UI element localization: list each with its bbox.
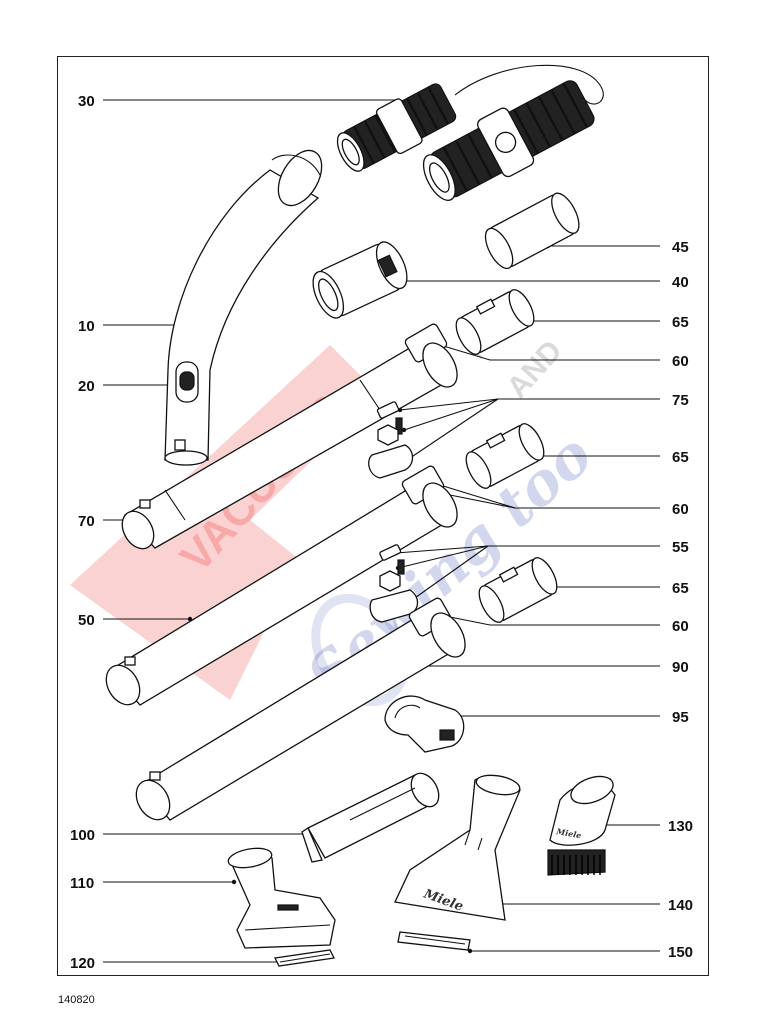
part-strip-150: [397, 931, 471, 951]
part-strip-120: [274, 949, 335, 967]
part-button-20: [175, 361, 199, 403]
callout-60-middle: 60: [672, 501, 689, 518]
part-dusting-brush-130: Miele: [547, 775, 616, 876]
part-handle-10: [164, 149, 323, 466]
callout-60-top: 60: [672, 353, 689, 370]
part-coupling-40: [312, 241, 408, 319]
callout-110: 110: [70, 875, 94, 892]
callout-60-bottom: 60: [672, 618, 689, 635]
part-hose-30: [336, 64, 604, 201]
part-adapter-65-top: [455, 289, 535, 355]
callout-45: 45: [672, 239, 689, 256]
callout-40: 40: [672, 274, 689, 291]
callout-50: 50: [78, 612, 95, 629]
callout-95: 95: [672, 709, 689, 726]
brand-mark-brush: Miele: [555, 826, 582, 840]
part-wand-50: [105, 465, 458, 706]
drawing-id: 140820: [58, 994, 95, 1006]
part-mattress-tool-140: Miele: [394, 774, 521, 921]
callout-140: 140: [668, 897, 693, 914]
callout-130: 130: [668, 818, 693, 835]
part-clip-95: [384, 695, 465, 753]
callout-150: 150: [668, 944, 693, 961]
callout-30: 30: [78, 93, 95, 110]
callout-65-bottom: 65: [672, 580, 689, 597]
callout-70: 70: [78, 513, 95, 530]
callout-90: 90: [672, 659, 689, 676]
part-wand-90: [135, 597, 466, 821]
callout-65-top: 65: [672, 314, 689, 331]
callout-55: 55: [672, 539, 689, 556]
part-latch-75: [368, 401, 414, 479]
part-latch-55: [369, 544, 419, 623]
part-wand-70: [121, 323, 458, 550]
callout-10: 10: [78, 318, 95, 335]
part-crevice-tool-100: [301, 772, 440, 863]
callout-120: 120: [70, 955, 95, 972]
part-upholstery-nozzle-110: [227, 847, 336, 949]
watermark-line2: AND: [501, 334, 569, 404]
callout-100: 100: [70, 827, 95, 844]
callout-65-middle: 65: [672, 449, 689, 466]
callout-labels: 30 10 20 70 50 100 110 120 45 40 65 60 7…: [70, 93, 693, 972]
part-adapter-65-bottom: [478, 557, 558, 623]
part-connector-45: [484, 192, 580, 270]
part-adapter-65-middle: [465, 423, 545, 489]
callout-20: 20: [78, 378, 95, 395]
callout-75: 75: [672, 392, 689, 409]
diagram-frame: [57, 56, 709, 976]
